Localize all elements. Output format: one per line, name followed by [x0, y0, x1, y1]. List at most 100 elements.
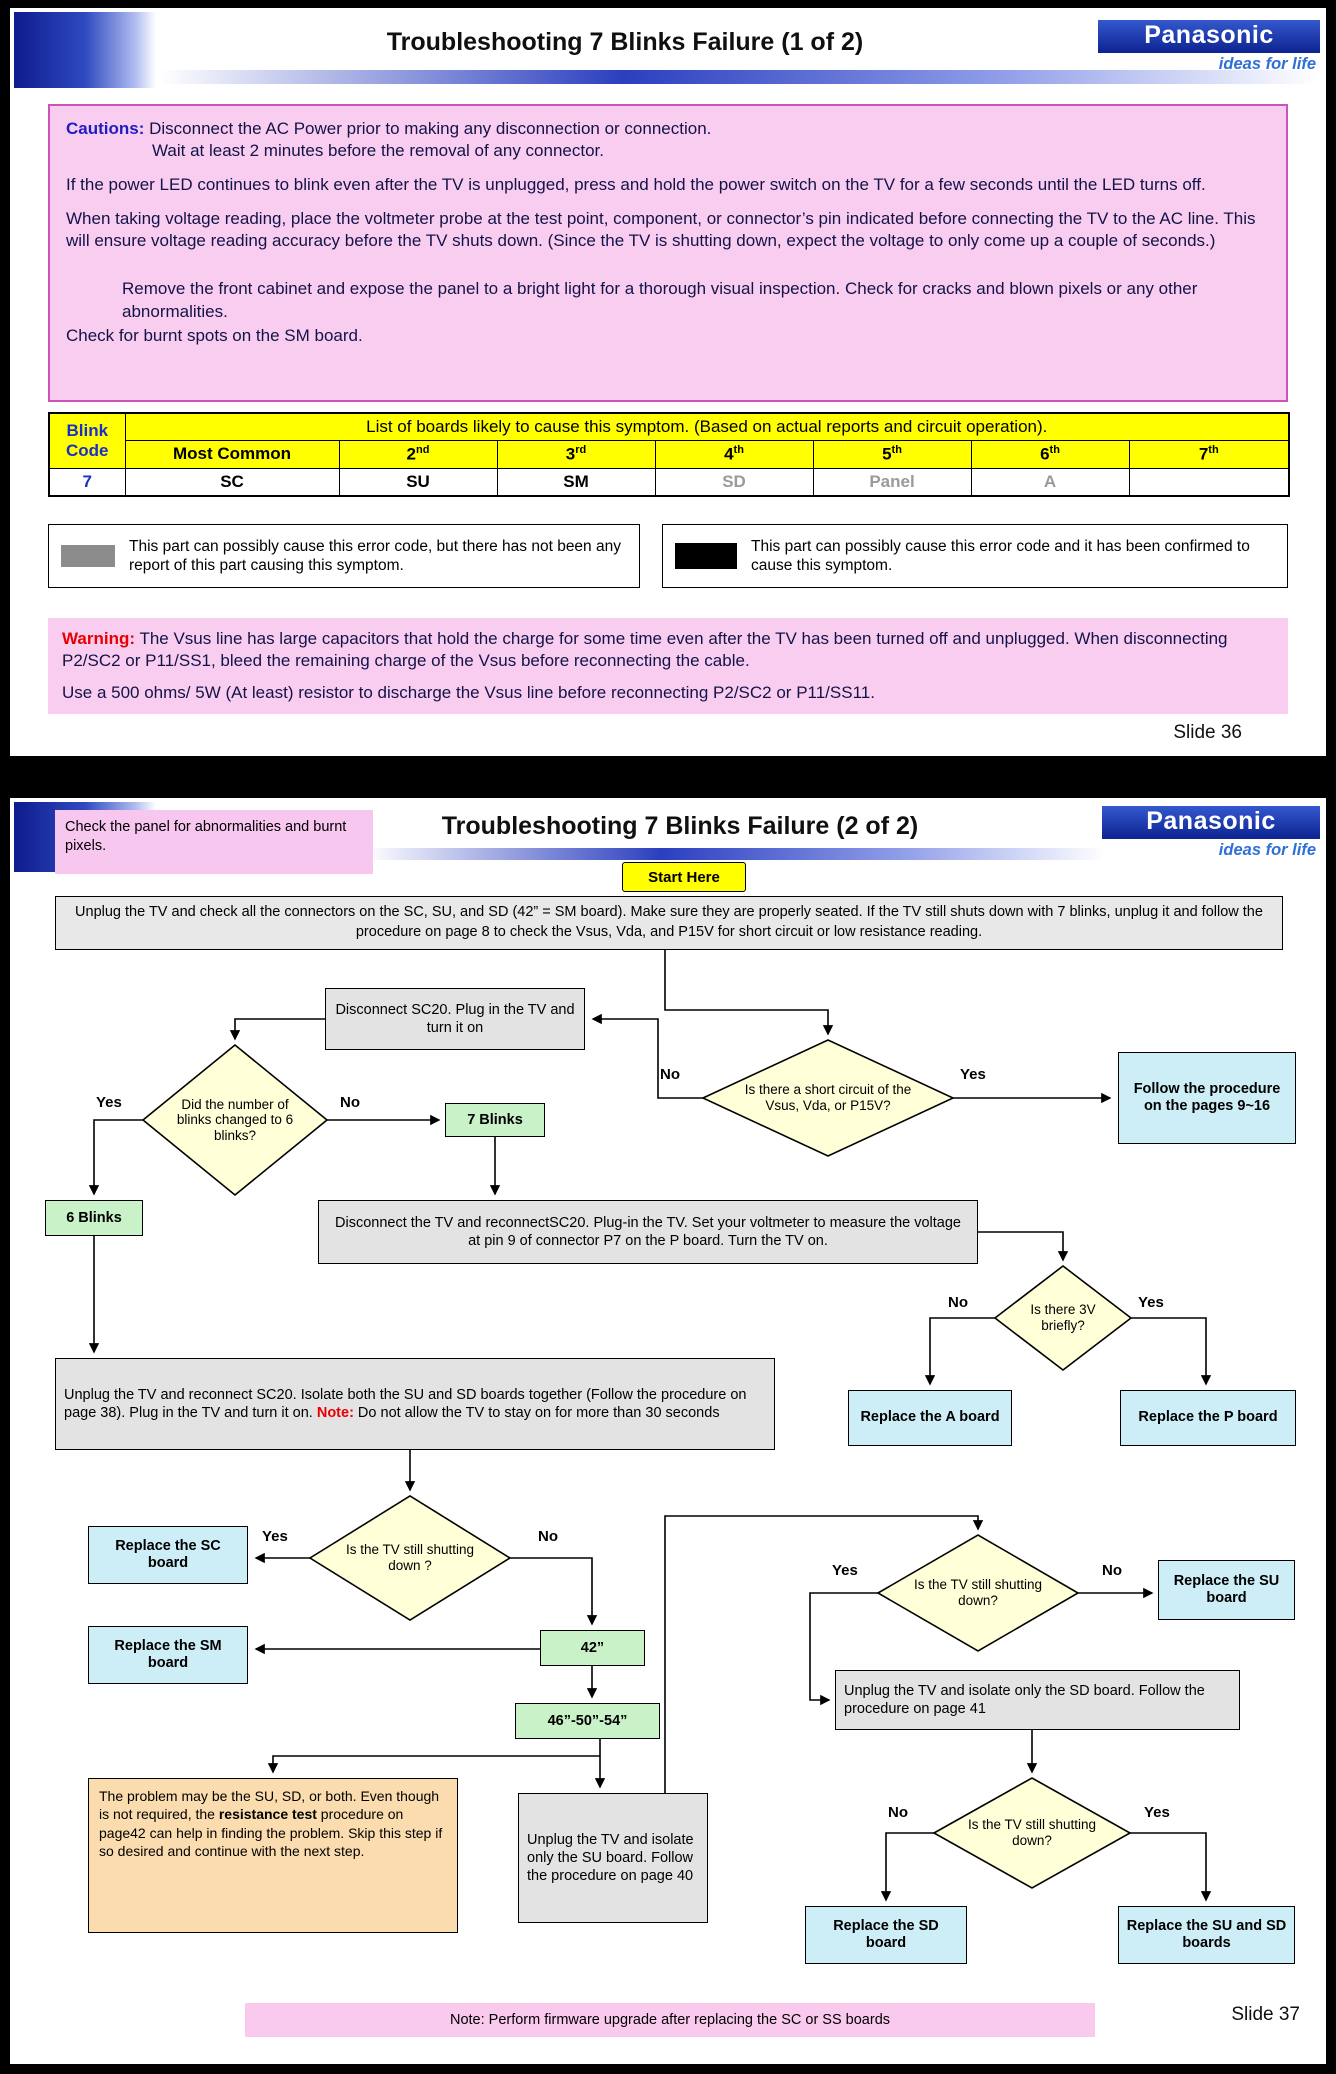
- blink-code-value: 7: [48, 467, 126, 497]
- flow-connector: [924, 1317, 995, 1386]
- ordinal-base: 2: [406, 444, 416, 464]
- legend-black-box: This part can possibly cause this error …: [662, 524, 1288, 588]
- header-gradient-bar: [160, 70, 1318, 84]
- flow-connector: [267, 1755, 600, 1774]
- slide1-title: Troubleshooting 7 Blinks Failure (1 of 2…: [386, 28, 864, 56]
- replace-sc-board-box: Replace the SC board: [88, 1526, 248, 1584]
- decision-short-circuit-shape: [701, 1039, 955, 1157]
- d6-yes-label: Yes: [1144, 1804, 1170, 1821]
- isolate-su-sd-text: Unplug the TV and reconnect SC20. Isolat…: [64, 1386, 766, 1422]
- isolate-su-sd-box: Unplug the TV and reconnect SC20. Isolat…: [55, 1358, 775, 1450]
- replace-su-board-box: Replace the SU board: [1158, 1560, 1295, 1620]
- flow-connector: [229, 1018, 325, 1041]
- board-most-common: SC: [124, 467, 340, 497]
- warning-label: Warning:: [62, 629, 136, 648]
- legend-gray-text: This part can possibly cause this error …: [129, 537, 621, 574]
- table-header: List of boards likely to cause this symp…: [124, 412, 1290, 441]
- flow-connector: [809, 1592, 878, 1706]
- panasonic-wordmark: Panasonic: [1098, 20, 1320, 53]
- blink-word: Blink: [66, 421, 109, 441]
- warning-para1: The Vsus line has large capacitors that …: [62, 629, 1228, 671]
- col-6th: 6th: [970, 440, 1130, 469]
- d6-no-label: No: [888, 1804, 908, 1821]
- ordinal-sup: th: [1208, 444, 1219, 456]
- d1-no-label: No: [660, 1066, 680, 1083]
- isolate-su-sd-part1: Unplug the TV and reconnect SC20. Isolat…: [64, 1386, 747, 1421]
- cautions-label: Cautions:: [66, 119, 145, 138]
- ordinal-base: 4: [724, 444, 734, 464]
- cautions-line1-row: Cautions: Disconnect the AC Power prior …: [66, 118, 1270, 140]
- ordinal-base: 6: [1040, 444, 1050, 464]
- resistance-note-part1: The problem may be the SU, SD, or both. …: [99, 1788, 440, 1823]
- resistance-note-part2: procedure on page42 can help in finding …: [99, 1806, 443, 1860]
- ordinal-sup: th: [733, 444, 744, 456]
- slide1-number: Slide 36: [1173, 722, 1242, 743]
- panasonic-wordmark: Panasonic: [1102, 806, 1320, 839]
- cautions-para4: Check for burnt spots on the SM board.: [66, 325, 363, 345]
- flow-connector: [591, 1013, 703, 1099]
- board-5th: Panel: [812, 467, 972, 497]
- decision-6-blinks-shape: [141, 1043, 329, 1197]
- panasonic-tagline: ideas for life: [1218, 841, 1316, 859]
- d1-yes-label: Yes: [960, 1066, 986, 1083]
- decision-3v-text: Is there 3V briefly?: [1030, 1302, 1096, 1333]
- isolate-sd-box: Unplug the TV and isolate only the SD bo…: [835, 1670, 1240, 1730]
- cautions-line2: Wait at least 2 minutes before the remov…: [152, 141, 604, 161]
- decision-shutting-left-shape: [308, 1495, 512, 1621]
- gray-swatch: [61, 545, 115, 567]
- replace-sd-board-box: Replace the SD board: [805, 1906, 967, 1964]
- warning-para2: Use a 500 ohms/ 5W (At least) resistor t…: [62, 683, 875, 703]
- isolate-su-box: Unplug the TV and isolate only the SU bo…: [518, 1793, 708, 1923]
- cautions-para1: If the power LED continues to blink even…: [66, 175, 1206, 195]
- decision-3v-shape: [993, 1264, 1133, 1372]
- size-46-50-54-label: 46”-50”-54”: [515, 1703, 660, 1739]
- panasonic-logo: Panasonic ideas for life: [1102, 806, 1320, 860]
- slide2-number: Slide 37: [1231, 2004, 1300, 2025]
- flow-connectors: [88, 948, 1212, 1902]
- slide2-title: Troubleshooting 7 Blinks Failure (2 of 2…: [441, 812, 919, 840]
- header-gradient-left: [14, 12, 156, 88]
- decision-shutting-right-shape: [876, 1534, 1080, 1652]
- replace-p-board-box: Replace the P board: [1120, 1390, 1296, 1446]
- ordinal-base: 3: [565, 444, 576, 464]
- flow-connector: [1130, 1832, 1212, 1902]
- cautions-para3: Remove the front cabinet and expose the …: [122, 279, 1198, 321]
- decision-diamonds: [141, 1039, 1133, 1889]
- board-4th: SD: [654, 467, 814, 497]
- board-3rd: SM: [496, 467, 656, 497]
- flow-connector: [978, 1231, 1069, 1262]
- follow-procedure-box: Follow the procedure on the pages 9~16: [1118, 1052, 1296, 1144]
- cautions-para2: When taking voltage reading, place the v…: [66, 209, 1256, 251]
- state-7-blinks: 7 Blinks: [445, 1103, 545, 1137]
- state-6-blinks: 6 Blinks: [45, 1200, 143, 1236]
- col-5th: 5th: [812, 440, 972, 469]
- top-instruction-box: Unplug the TV and check all the connecto…: [55, 896, 1283, 950]
- replace-sm-board-box: Replace the SM board: [88, 1626, 248, 1684]
- col-4th: 4th: [654, 440, 814, 469]
- decision-shutting-left-text: Is the TV still shutting down ?: [345, 1542, 475, 1573]
- isolate-note-label: Note:: [316, 1405, 354, 1421]
- decision-shutting-bottom-text: Is the TV still shutting down?: [967, 1817, 1097, 1848]
- resistance-test-note: The problem may be the SU, SD, or both. …: [88, 1778, 458, 1933]
- warning-box: Warning: The Vsus line has large capacit…: [48, 618, 1288, 714]
- flow-connector: [880, 1832, 934, 1902]
- panel-check-note: Check the panel for abnormalities and bu…: [55, 810, 373, 874]
- d4-no-label: No: [538, 1528, 558, 1545]
- decision-6-blinks-text: Did the number of blinks changed to 6 bl…: [176, 1096, 294, 1143]
- voltmeter-box: Disconnect the TV and reconnectSC20. Plu…: [318, 1200, 978, 1264]
- flowchart-layer: [88, 948, 1212, 1902]
- col-3rd: 3rd: [496, 440, 656, 469]
- ordinal-sup: th: [1049, 444, 1060, 456]
- col-7th: 7th: [1128, 440, 1290, 469]
- code-word: Code: [66, 440, 109, 460]
- replace-su-sd-boards-box: Replace the SU and SD boards: [1118, 1906, 1295, 1964]
- resistance-test-term: resistance test: [218, 1806, 317, 1823]
- header-gradient-bar: [365, 848, 1105, 860]
- ordinal-sup: nd: [416, 444, 430, 456]
- disconnect-sc20-box: Disconnect SC20. Plug in the TV and turn…: [325, 988, 585, 1050]
- cautions-box: Cautions: Disconnect the AC Power prior …: [48, 104, 1288, 402]
- black-swatch: [675, 543, 737, 569]
- flow-connector: [510, 1557, 598, 1626]
